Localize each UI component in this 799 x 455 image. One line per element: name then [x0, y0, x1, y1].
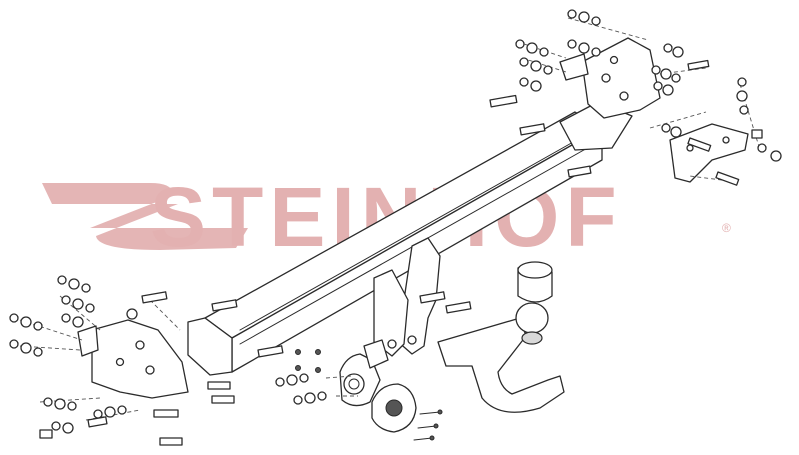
right-side-arm: [669, 123, 749, 183]
logo-registered-mark: ®: [722, 221, 731, 235]
left-mounting-bracket: [77, 319, 189, 399]
fastener-set: [9, 9, 782, 446]
right-mounting-bracket: [559, 37, 661, 151]
tow-ball-hook: [437, 261, 565, 413]
electrical-socket: [339, 339, 417, 433]
center-brackets: [373, 237, 441, 357]
logo-swoosh: [42, 183, 248, 250]
